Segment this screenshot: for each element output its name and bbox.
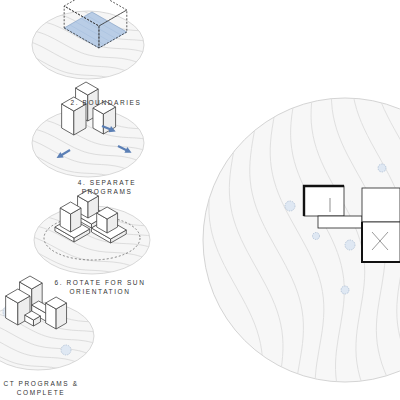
contour-line: [352, 90, 400, 400]
volume-face: [97, 207, 118, 219]
contour-line: [229, 90, 283, 400]
move-arrowhead: [57, 152, 64, 158]
contour-line: [21, 68, 155, 110]
site-ellipse: [32, 11, 144, 79]
contour-line: [21, 83, 155, 120]
contour-line: [21, 64, 155, 111]
contour-line: [21, 0, 155, 13]
volume-face: [60, 202, 81, 214]
contour-line: [250, 90, 304, 400]
contour-line: [22, 246, 161, 295]
contour-line: [0, 355, 105, 400]
contour-line: [209, 90, 263, 400]
step-label: 4. SEPARATE PROGRAMS: [62, 178, 152, 196]
contour-line: [21, 51, 155, 100]
contour-line: [21, 39, 155, 86]
plane-hatch: [75, 22, 110, 42]
contour-line: [21, 149, 155, 198]
contour-line: [21, 162, 155, 209]
site-disc: [21, 0, 155, 111]
volume-face: [99, 10, 127, 48]
contour-line: [150, 90, 222, 400]
boundary-plane: [64, 12, 127, 48]
volume-face: [46, 297, 67, 309]
step-label: CT PROGRAMS & COMPLETE: [3, 379, 79, 397]
tree-symbol: [61, 345, 71, 355]
plane-hatch: [86, 15, 121, 35]
step-label: 6. ROTATE FOR SUN ORIENTATION: [52, 278, 148, 296]
volume-face: [25, 311, 41, 320]
contour-line: [181, 90, 242, 400]
volume-face: [64, 6, 99, 48]
volume-face: [76, 82, 99, 95]
tree-symbol: [345, 240, 355, 250]
contour-line: [21, 137, 155, 184]
contour-line: [22, 259, 161, 306]
volume-face: [20, 276, 43, 289]
step-label: 2. BOUNDARIES: [60, 98, 152, 107]
tree-symbol: [313, 233, 320, 240]
tree-symbol: [285, 201, 295, 211]
plane-hatch: [81, 18, 116, 38]
site-disc: [21, 68, 155, 209]
contour-line: [21, 127, 155, 169]
contour-line: [291, 90, 345, 400]
move-arrowhead: [109, 126, 116, 132]
site-disc: [22, 165, 161, 306]
contour-line: [331, 90, 399, 400]
move-arrowhead: [124, 147, 131, 153]
tree-symbol: [341, 286, 349, 294]
contour-line: [21, 118, 155, 155]
contour-line: [311, 90, 369, 400]
volume-face: [6, 289, 30, 303]
contour-line: [0, 330, 105, 377]
contour-line: [22, 234, 161, 281]
floor-plan: [304, 186, 400, 262]
contour-line: [270, 90, 324, 400]
tree-symbol: [378, 164, 386, 172]
volume-face: [64, 0, 127, 26]
